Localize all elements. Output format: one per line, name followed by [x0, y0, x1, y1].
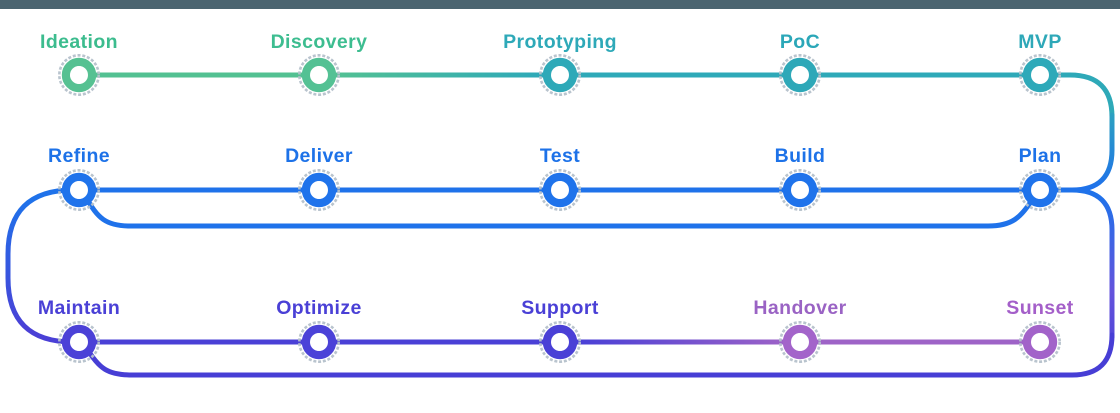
node-support	[538, 320, 581, 363]
node-mvp	[1018, 53, 1061, 97]
node-test	[538, 169, 581, 212]
row1-line	[76, 72, 1115, 120]
node-build	[778, 169, 821, 212]
node-sunset	[1018, 320, 1061, 363]
label-prototyping: Prototyping	[503, 31, 617, 53]
node-discovery	[297, 53, 340, 97]
node-poc	[778, 53, 821, 97]
label-support: Support	[521, 297, 599, 319]
label-ideation: Ideation	[40, 31, 118, 53]
left-descent-line	[5, 187, 84, 345]
label-test: Test	[540, 145, 580, 167]
label-optimize: Optimize	[276, 297, 362, 319]
label-discovery: Discovery	[271, 31, 368, 53]
node-plan	[1018, 169, 1061, 212]
label-build: Build	[775, 145, 826, 167]
top-border	[0, 0, 1120, 9]
node-ideation	[57, 53, 101, 97]
node-maintain	[57, 320, 101, 363]
node-optimize	[297, 320, 340, 363]
label-refine: Refine	[48, 145, 110, 167]
node-prototyping	[538, 53, 581, 97]
label-handover: Handover	[753, 297, 846, 319]
label-plan: Plan	[1019, 145, 1062, 167]
label-deliver: Deliver	[285, 145, 353, 167]
label-sunset: Sunset	[1006, 297, 1074, 319]
node-refine	[57, 169, 101, 212]
right-vertical-loop-line	[1069, 187, 1115, 340]
iteration-loop-line	[82, 192, 1038, 229]
label-mvp: MVP	[1018, 31, 1061, 53]
node-handover	[778, 320, 821, 363]
label-maintain: Maintain	[38, 297, 120, 319]
node-deliver	[297, 169, 340, 212]
bottom-loop-line	[83, 332, 1115, 378]
label-poc: PoC	[780, 31, 820, 53]
